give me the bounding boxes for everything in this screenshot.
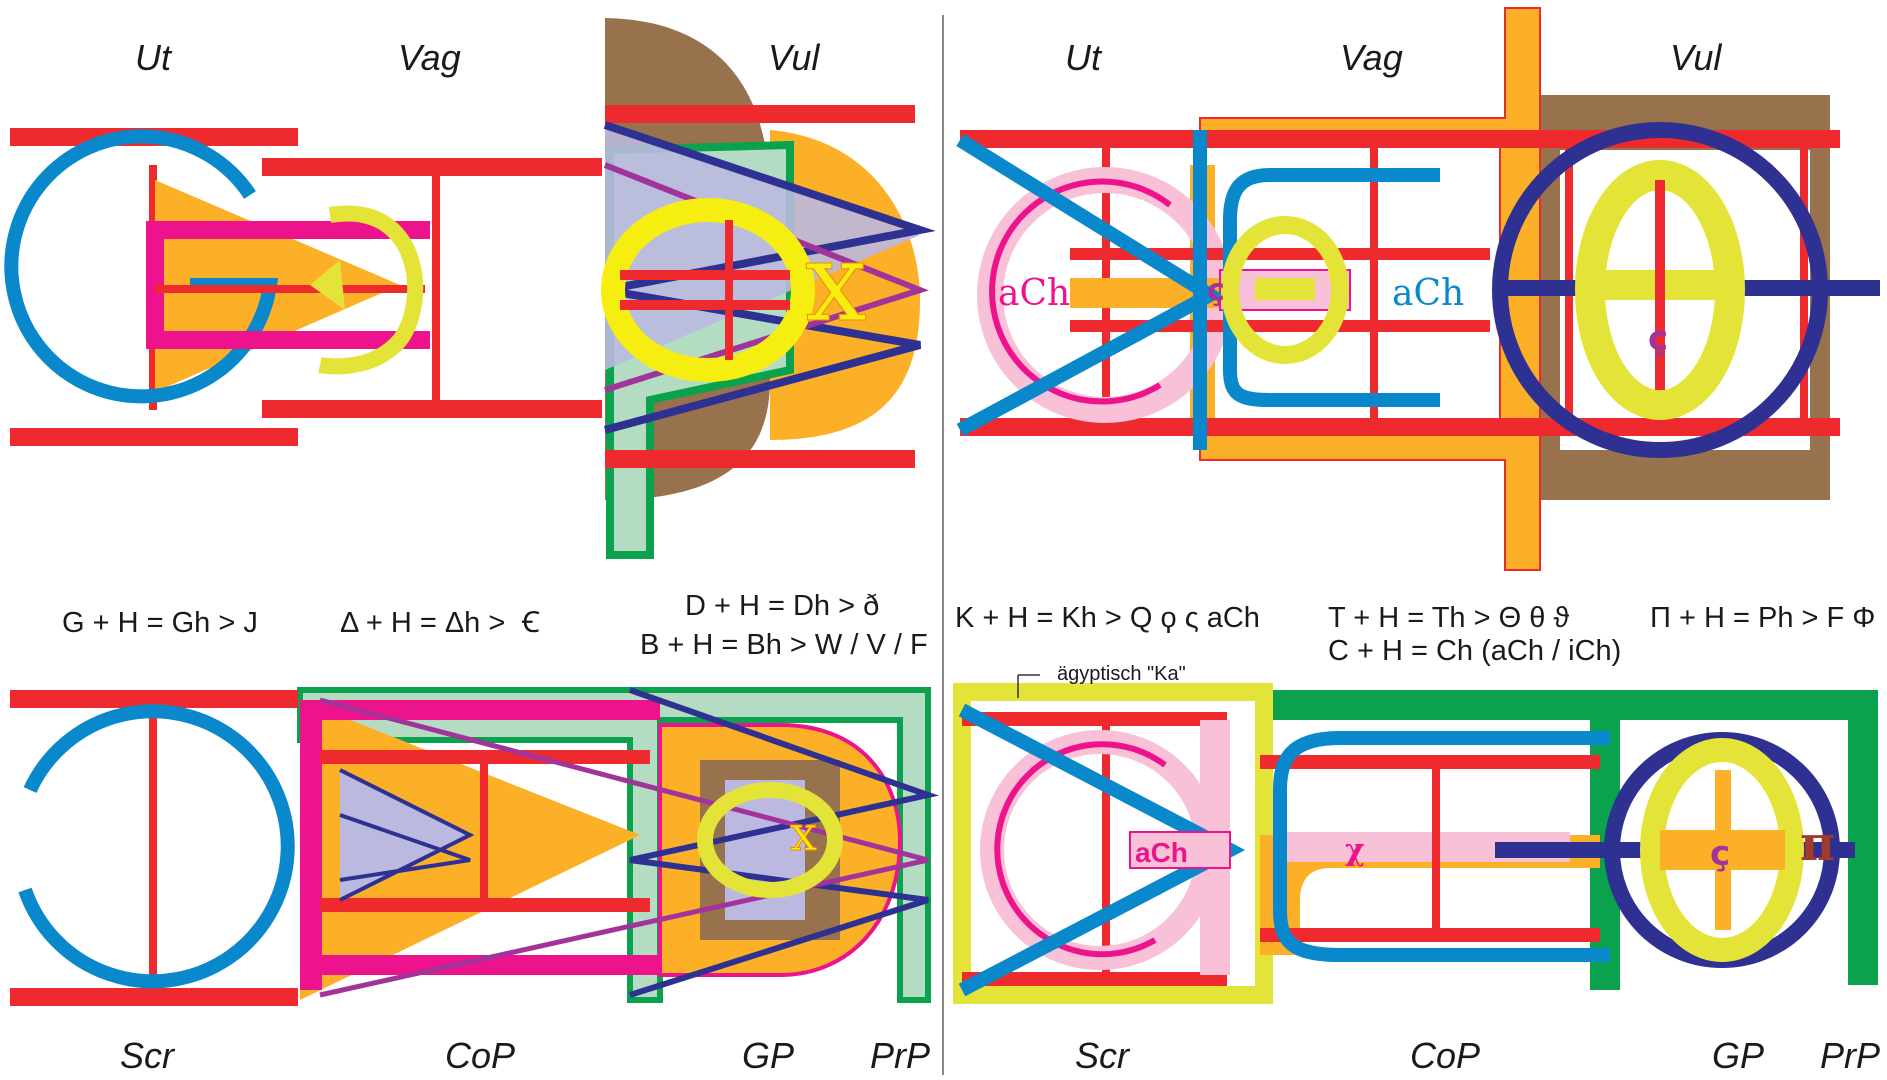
label-vag-top-left: Vag bbox=[398, 37, 461, 78]
cop-magenta-left bbox=[300, 700, 322, 990]
label-prp-bottom-left: PrP bbox=[870, 1035, 930, 1076]
vul-yellow-theta bbox=[601, 198, 815, 382]
eq-pi: Π + H = Ph > F Φ bbox=[1650, 602, 1875, 634]
vul-bar-bottom bbox=[605, 450, 915, 468]
ut-pink-mid-bar bbox=[1219, 269, 1351, 311]
eq-d: D + H = Dh > ð bbox=[685, 590, 879, 622]
label-ut-top-right: Ut bbox=[1065, 37, 1103, 78]
prp-pi-glyph: π bbox=[1800, 816, 1835, 872]
eq-c: C + H = Ch (aCh / iCh) bbox=[1328, 635, 1621, 667]
c-cedilla-small: ç bbox=[1207, 273, 1225, 308]
panel-top-right: aCh aCh ç ç Ut Vag Vul bbox=[956, 7, 1880, 571]
gp-lime-theta-right bbox=[1640, 738, 1804, 962]
ach-pink-box bbox=[1129, 831, 1231, 869]
gp-navy-lines bbox=[629, 687, 939, 998]
vul-bar-top bbox=[605, 105, 915, 123]
ut-blue-x bbox=[956, 134, 1224, 437]
label-gp-bottom-right: GP bbox=[1712, 1035, 1764, 1076]
label-cop-bottom-left: CoP bbox=[445, 1035, 515, 1076]
panel-top-left: x Ut Vag Vul bbox=[4, 18, 936, 559]
equations: G + H = Gh > J Δ + H = Δh > Ꞓ D + H = Dh… bbox=[62, 590, 1875, 667]
eq-t: T + H = Th > Θ θ ϑ bbox=[1328, 602, 1569, 634]
ach-blue-label: aCh bbox=[1392, 273, 1464, 314]
label-vul-top-right: Vul bbox=[1670, 37, 1722, 78]
cop-orange-body bbox=[1260, 835, 1600, 955]
cop-lavender-triangle bbox=[340, 770, 470, 900]
eq-k: K + H = Kh > Q ϙ ς aCh bbox=[955, 602, 1260, 634]
ut-blue-vertical bbox=[1193, 130, 1207, 450]
vag-red-vertical bbox=[432, 170, 440, 410]
panel-bottom-right: aCh χ ç π ägyptisch "Ka" Scr CoP GP PrP bbox=[953, 663, 1880, 1076]
ut-right-bar-bottom bbox=[960, 418, 1840, 436]
ut-blue-g bbox=[4, 129, 279, 404]
eq-b: B + H = Bh > W / V / F bbox=[640, 629, 928, 661]
vul-x-glyph: x bbox=[805, 218, 867, 346]
label-prp-bottom-right: PrP bbox=[1820, 1035, 1880, 1076]
cop-navy-v bbox=[339, 768, 475, 902]
vag-lime-theta bbox=[1221, 216, 1349, 364]
label-scr-bottom-right: Scr bbox=[1075, 1035, 1131, 1076]
label-vul-top-left: Vul bbox=[768, 37, 820, 78]
gp-x-glyph: x bbox=[790, 806, 817, 862]
label-gp-bottom-left: GP bbox=[742, 1035, 794, 1076]
ut-bar-bottom bbox=[10, 428, 298, 446]
cop-magenta-top bbox=[300, 700, 660, 720]
ach-magenta-label: aCh bbox=[998, 273, 1070, 314]
ut-magenta-arc bbox=[989, 178, 1172, 405]
vul-lime-theta bbox=[1575, 160, 1745, 420]
vag-bar-top bbox=[262, 158, 602, 176]
cop-orange-triangle bbox=[300, 700, 640, 1000]
gp-c-cedilla: ç bbox=[1710, 834, 1730, 874]
panel-bottom-left: x Scr CoP GP PrP bbox=[10, 687, 939, 1076]
label-ut-top-left: Ut bbox=[135, 37, 173, 78]
prp-green-frame bbox=[1260, 690, 1878, 990]
annotation-ka: ägyptisch "Ka" bbox=[1057, 663, 1186, 685]
eq-delta: Δ + H = Δh > bbox=[340, 607, 505, 639]
c-cedilla-vul: ç bbox=[1648, 319, 1668, 359]
ut-red-mid-bar bbox=[155, 285, 425, 293]
vul-navy-ring bbox=[1492, 122, 1828, 458]
eq-delta-glyph: Ꞓ bbox=[521, 605, 540, 639]
label-vag-top-right: Vag bbox=[1340, 37, 1403, 78]
scr-bar-bottom bbox=[10, 988, 298, 1006]
gp-lime-theta bbox=[697, 782, 843, 898]
scr-bar-top bbox=[10, 690, 298, 708]
vul-red-inner-bars bbox=[620, 270, 790, 280]
label-scr-bottom-left: Scr bbox=[120, 1035, 176, 1076]
cop-blue-bracket bbox=[1273, 731, 1610, 962]
ut-yellow-hook bbox=[318, 205, 424, 375]
scr-blue-c bbox=[18, 704, 295, 989]
ut-yellow-wedge bbox=[310, 260, 345, 310]
cop-chi: χ bbox=[1345, 833, 1365, 868]
ach-bold-label: aCh bbox=[1135, 837, 1188, 868]
label-cop-bottom-right: CoP bbox=[1410, 1035, 1480, 1076]
eq-g: G + H = Gh > J bbox=[62, 607, 258, 639]
